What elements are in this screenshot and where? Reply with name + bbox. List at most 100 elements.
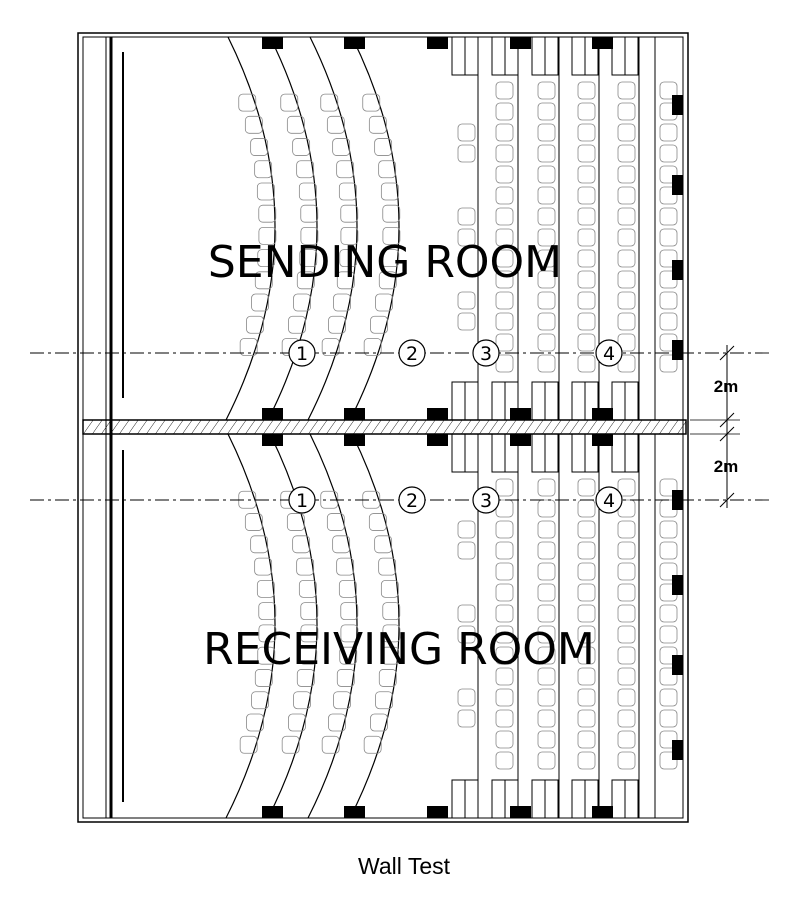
tier-seat [617,646,636,665]
curved-seat [296,557,315,576]
curved-seat [258,602,277,621]
column-pillar [510,434,531,446]
receiving-room-label: RECEIVING ROOM [203,624,595,675]
tier-seat [659,123,678,142]
tier-seat [495,730,514,749]
column-pillar [592,806,613,818]
tier-seat [659,186,678,205]
source-position-1: 1 [288,339,316,367]
column-pillar [344,806,365,818]
curved-seat [251,293,269,312]
column-pillar [262,37,283,49]
curved-seat [257,646,276,665]
tier-seat [577,186,596,205]
tier-seat [537,165,556,184]
column-pillar [592,408,613,420]
tier-seat [495,123,514,142]
side-pillar [672,175,683,195]
curved-seat [374,138,393,156]
curved-seat [328,713,346,732]
curved-seat [382,226,401,245]
tier-seat [537,291,556,310]
tier-seat [537,207,556,226]
tier-seat [577,123,596,142]
tier-seat [495,562,514,581]
curved-seat [293,691,311,710]
tier-seat [617,520,636,539]
curved-seat [338,579,357,598]
tier-seat [617,562,636,581]
curved-seat [378,271,397,290]
curved-seat [370,315,388,334]
tier-seat [495,541,514,560]
tier-seat [537,123,556,142]
curved-seat [381,249,400,268]
tier-seat [537,688,556,707]
tier-seat [577,270,596,289]
tier-seat [617,751,636,770]
tier-seat [617,102,636,121]
sending-room-label: SENDING ROOM [208,237,562,288]
receiver-position-4: 4 [595,486,623,514]
tier-seat [617,667,636,686]
tier-seat [577,81,596,100]
curved-seat [300,602,319,621]
position-circle [595,486,623,514]
tier-seat [617,333,636,352]
curved-seat [332,138,351,156]
tier-seat [617,123,636,142]
tier-seat [659,144,678,163]
tier-seat [617,688,636,707]
curved-seat [238,93,257,112]
column-pillar [427,434,448,446]
column-pillar [262,408,283,420]
tier-seat [537,144,556,163]
tier-seat [659,228,678,247]
tier-seat [495,102,514,121]
tier-seat [659,165,678,184]
curved-seat [239,735,258,754]
curved-seat [296,160,315,179]
column-pillar [427,408,448,420]
tier-seat [617,541,636,560]
tier-seat [659,688,678,707]
tier-seat [537,478,556,497]
curved-seat [378,160,397,179]
curved-seat [321,338,340,356]
curved-seat [286,115,305,134]
tier-seat [577,688,596,707]
curved-seat [336,669,355,687]
outer-wall [77,32,689,823]
curved-seat [340,226,359,245]
tier-seat [617,583,636,602]
tier-seat [617,604,636,623]
tier-seat [537,333,556,352]
tier-seat [495,625,514,644]
curved-seat [374,535,393,554]
curved-seat [382,204,401,223]
curved-seat [280,93,299,112]
receiver-position-3: 3 [472,486,500,514]
position-number: 3 [480,490,492,512]
tier-seat [537,102,556,121]
tier-seat [537,249,556,268]
tier-seat [659,751,678,770]
tier-seat [577,730,596,749]
tier-seat [457,520,476,539]
curved-seat [299,646,318,665]
tier-seat [495,186,514,205]
tier-seat [457,688,476,707]
caption: Wall Test [358,853,451,879]
tier-seat [617,165,636,184]
curved-seat [288,315,306,334]
curved-seat [296,669,315,687]
tier-seat [577,667,596,686]
receiver-position-2: 2 [398,486,426,514]
tier-seat [577,646,596,665]
tier-seat [577,165,596,184]
position-circle [472,486,500,514]
tier-seat [495,333,514,352]
tier-seat [577,709,596,728]
tier-seat [495,520,514,539]
